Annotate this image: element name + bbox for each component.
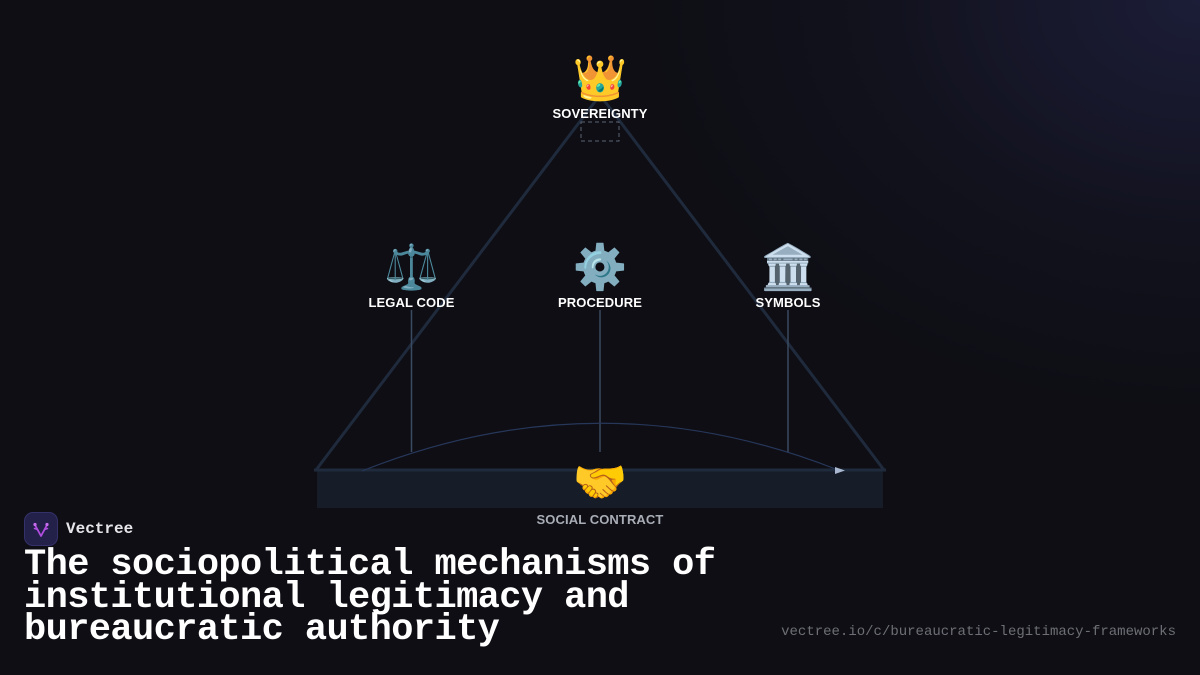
triangle-left-side (314, 94, 602, 471)
node-label: LEGAL CODE (368, 295, 455, 310)
crown-icon: 👑 (572, 54, 628, 103)
handshake-icon: 🤝 (572, 458, 628, 507)
apex-dashed-box (580, 121, 620, 142)
legitimacy-flow-arc (361, 422, 839, 472)
page-title: The sociopolitical mechanisms of institu… (24, 544, 716, 651)
brand-name: Vectree (66, 520, 134, 538)
node-procedure: ⚙️ PROCEDURE (520, 243, 680, 310)
node-legal-code: ⚖️ LEGAL CODE (332, 243, 492, 310)
gear-icon: ⚙️ (572, 243, 628, 292)
node-sovereignty: 👑 SOVEREIGNTY (520, 54, 680, 121)
classical-building-icon: 🏛️ (760, 243, 816, 292)
node-label: SOCIAL CONTRACT (536, 512, 664, 527)
node-social-contract: 🤝 SOCIAL CONTRACT (520, 458, 680, 527)
triangle-right-side (598, 94, 886, 471)
scales-icon: ⚖️ (384, 243, 439, 292)
node-label: SOVEREIGNTY (552, 106, 648, 121)
arc-arrowhead-icon (835, 467, 845, 474)
node-symbols: 🏛️ SYMBOLS (708, 243, 868, 310)
node-label: SYMBOLS (755, 295, 821, 310)
vectree-logo-icon (24, 512, 58, 546)
brand: Vectree (24, 512, 133, 546)
node-label: PROCEDURE (558, 295, 642, 310)
source-url: vectree.io/c/bureaucratic-legitimacy-fra… (781, 624, 1176, 640)
base-slab (317, 470, 883, 508)
